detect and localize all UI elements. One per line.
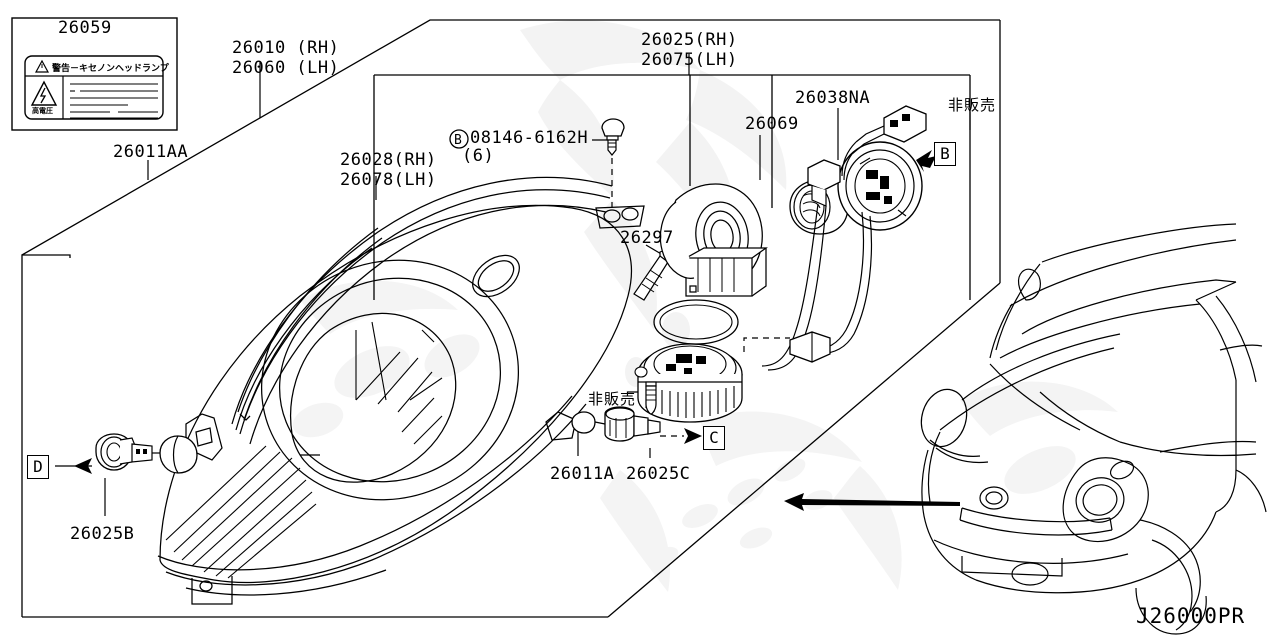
callout-26078: 26078(LH) bbox=[340, 170, 437, 190]
callout-26075: 26075(LH) bbox=[641, 50, 738, 70]
ref-marker-c[interactable]: C bbox=[703, 426, 725, 450]
callout-26060: 26060 (LH) bbox=[232, 58, 340, 78]
callout-26025B: 26025B bbox=[70, 524, 135, 544]
warning-label-heading: 警告－キセノンヘッドランプ bbox=[52, 64, 169, 74]
ref-marker-b[interactable]: B bbox=[934, 142, 956, 166]
not-for-sale-mid: 非販売 bbox=[588, 390, 637, 408]
bolt-group-letter: B bbox=[454, 133, 463, 148]
outer-frame bbox=[21, 19, 1001, 618]
warning-label-26059 bbox=[11, 17, 178, 131]
callout-26297: 26297 bbox=[620, 228, 674, 248]
vehicle-illustration bbox=[920, 223, 1267, 635]
projector-module-26025 bbox=[659, 183, 768, 297]
igniter-ring-assembly bbox=[634, 299, 743, 423]
callout-bolt-quantity: (6) bbox=[462, 146, 495, 166]
callout-26059: 26059 bbox=[58, 18, 112, 38]
callout-26028: 26028(RH) bbox=[340, 150, 437, 170]
headlamp-housing-assembly bbox=[157, 176, 645, 605]
screw-not-for-sale bbox=[645, 381, 657, 415]
bolt-08146-6162H bbox=[449, 118, 625, 156]
electric-shock-icon bbox=[30, 80, 58, 106]
callout-26025: 26025(RH) bbox=[641, 30, 738, 50]
reference-arrows bbox=[74, 150, 960, 511]
warning-triangle-icon bbox=[34, 59, 50, 73]
callout-26011AA: 26011AA bbox=[113, 142, 189, 162]
callout-26038NA: 26038NA bbox=[795, 88, 871, 108]
not-for-sale-right: 非販売 bbox=[948, 96, 997, 114]
ballast-26038NA bbox=[761, 105, 927, 371]
ref-marker-d[interactable]: D bbox=[27, 455, 49, 479]
bulb-26011A-socket-26025C bbox=[571, 406, 661, 442]
warning-label-high-voltage: 高電圧 bbox=[32, 107, 53, 115]
callout-26011A: 26011A bbox=[550, 464, 615, 484]
diagram-code: J26000PR bbox=[1136, 604, 1246, 628]
callout-26069: 26069 bbox=[745, 114, 799, 134]
callout-26025C: 26025C bbox=[626, 464, 691, 484]
socket-26025B-bulb-26011AA bbox=[95, 433, 198, 474]
leader-lines bbox=[55, 34, 971, 516]
callout-08146-6162H: 08146-6162H bbox=[470, 128, 589, 148]
callout-26010: 26010 (RH) bbox=[232, 38, 340, 58]
